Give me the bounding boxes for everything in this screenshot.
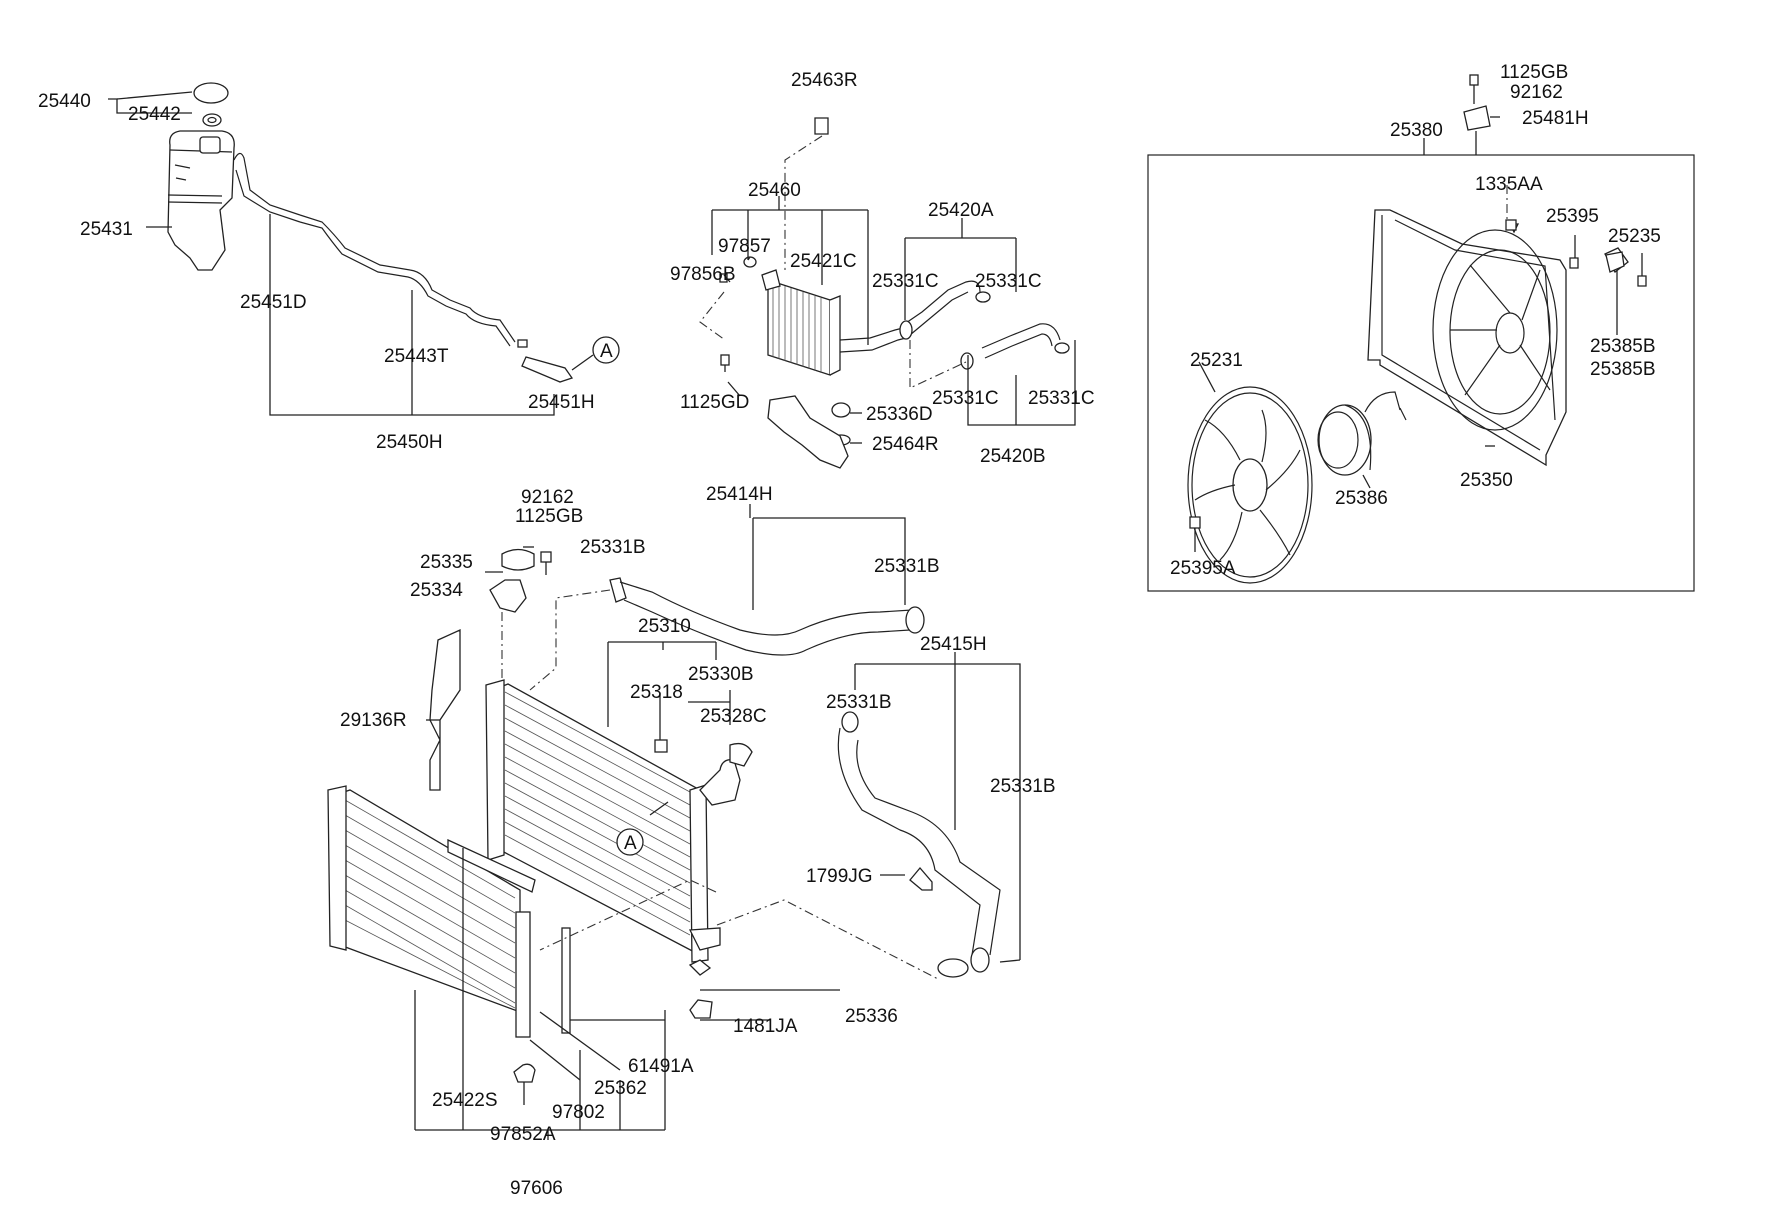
label-25395: 25395 bbox=[1546, 206, 1599, 227]
label-25451D: 25451D bbox=[240, 292, 307, 313]
label-25336D: 25336D bbox=[866, 404, 933, 425]
label-25331B-1: 25331B bbox=[580, 537, 646, 558]
label-25231: 25231 bbox=[1190, 350, 1243, 371]
label-25386: 25386 bbox=[1335, 488, 1388, 509]
label-25331C-2: 25331C bbox=[975, 271, 1042, 292]
label-25451H: 25451H bbox=[528, 392, 595, 413]
label-25443T: 25443T bbox=[384, 346, 449, 367]
fan-shroud-group bbox=[1147, 74, 1695, 592]
label-25421C: 25421C bbox=[790, 251, 857, 272]
label-25331C-4: 25331C bbox=[1028, 388, 1095, 409]
label-25414H: 25414H bbox=[706, 484, 773, 505]
label-25318: 25318 bbox=[630, 682, 683, 703]
label-25330B: 25330B bbox=[688, 664, 754, 685]
label-1125GB-mid: 1125GB bbox=[515, 506, 583, 527]
label-1125GD: 1125GD bbox=[680, 392, 749, 413]
label-25395A: 25395A bbox=[1170, 558, 1236, 579]
label-29136R: 29136R bbox=[340, 710, 407, 731]
label-25350: 25350 bbox=[1460, 470, 1513, 491]
label-25331B-2: 25331B bbox=[874, 556, 940, 577]
label-25415H: 25415H bbox=[920, 634, 987, 655]
label-25481H: 25481H bbox=[1522, 108, 1589, 129]
label-25440: 25440 bbox=[38, 91, 91, 112]
label-1481JA: 1481JA bbox=[733, 1016, 798, 1037]
radiator-group bbox=[327, 504, 1021, 1140]
label-1799JG: 1799JG bbox=[806, 866, 873, 887]
label-61491A: 61491A bbox=[628, 1056, 694, 1077]
label-25310: 25310 bbox=[638, 616, 691, 637]
label-25450H: 25450H bbox=[376, 432, 443, 453]
label-1335AA: 1335AA bbox=[1475, 174, 1543, 195]
label-1125GB-top: 1125GB bbox=[1500, 62, 1568, 83]
label-25334: 25334 bbox=[410, 580, 463, 601]
label-25420B: 25420B bbox=[980, 446, 1046, 467]
oil-cooler-group bbox=[699, 117, 1076, 469]
label-ref-a-mid: A bbox=[624, 833, 637, 854]
label-25331B-4: 25331B bbox=[990, 776, 1056, 797]
label-25331C-1: 25331C bbox=[872, 271, 939, 292]
label-25331C-3: 25331C bbox=[932, 388, 999, 409]
label-92162-top: 92162 bbox=[1510, 82, 1563, 103]
label-25463R: 25463R bbox=[791, 70, 858, 91]
label-97852A: 97852A bbox=[490, 1124, 556, 1145]
part-labels: 25440 25442 25431 25451D 25443T 25451H 2… bbox=[38, 62, 1661, 1199]
label-97606: 97606 bbox=[510, 1178, 563, 1199]
label-25442: 25442 bbox=[128, 104, 181, 125]
label-25380: 25380 bbox=[1390, 120, 1443, 141]
label-97856B: 97856B bbox=[670, 264, 736, 285]
label-25335: 25335 bbox=[420, 552, 473, 573]
label-97857: 97857 bbox=[718, 236, 771, 257]
label-ref-a-top: A bbox=[600, 341, 613, 362]
label-25331B-3: 25331B bbox=[826, 692, 892, 713]
label-25328C: 25328C bbox=[700, 706, 767, 727]
reservoir-group bbox=[108, 82, 620, 416]
label-25422S: 25422S bbox=[432, 1090, 498, 1111]
label-25460: 25460 bbox=[748, 180, 801, 201]
label-25362: 25362 bbox=[594, 1078, 647, 1099]
label-25431: 25431 bbox=[80, 219, 133, 240]
label-97802: 97802 bbox=[552, 1102, 605, 1123]
label-92162-mid: 92162 bbox=[521, 487, 574, 508]
label-25464R: 25464R bbox=[872, 434, 939, 455]
label-25420A: 25420A bbox=[928, 200, 994, 221]
label-25336: 25336 bbox=[845, 1006, 898, 1027]
label-25235: 25235 bbox=[1608, 226, 1661, 247]
label-25385B-2: 25385B bbox=[1590, 359, 1656, 380]
label-25385B-1: 25385B bbox=[1590, 336, 1656, 357]
